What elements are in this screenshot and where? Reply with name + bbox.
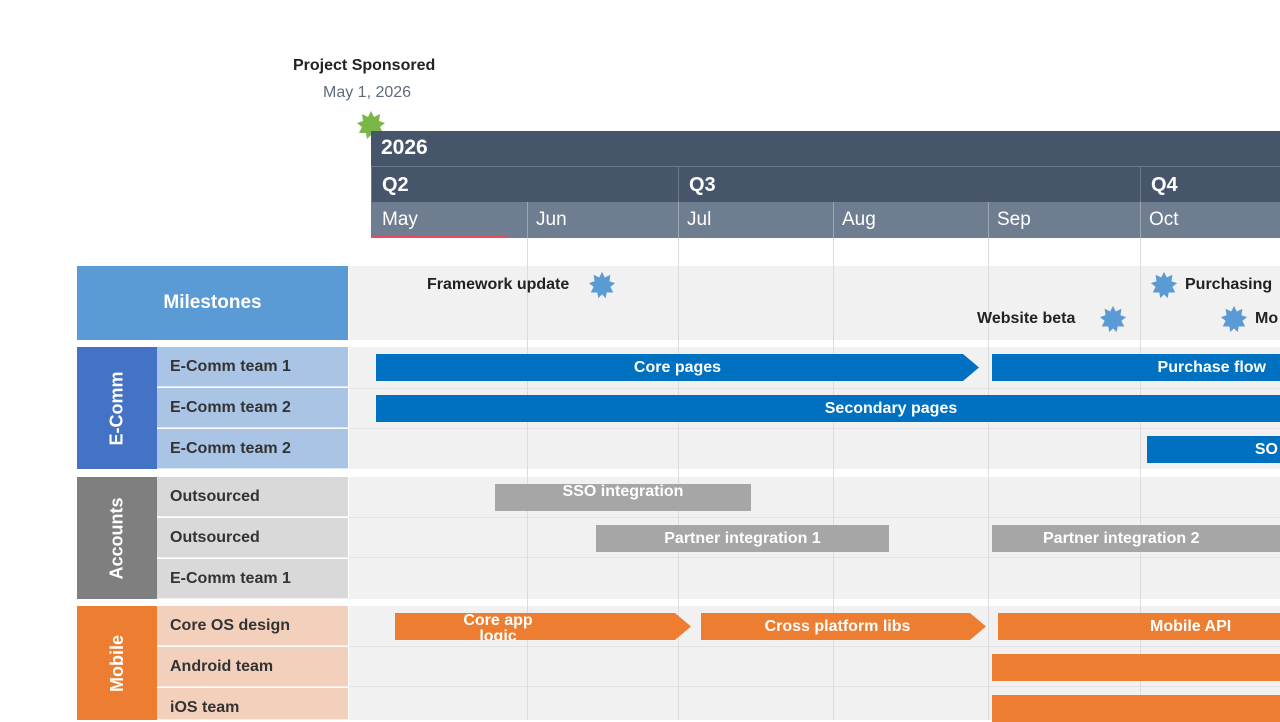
group-accounts-label: Accounts xyxy=(106,496,127,580)
task-so[interactable]: SO xyxy=(1147,436,1280,463)
year-header: 2026 xyxy=(371,131,1280,166)
gridline xyxy=(678,238,679,720)
group-accounts: Accounts xyxy=(77,477,157,599)
milestone-starburst-icon[interactable] xyxy=(588,271,616,299)
row-ecomm-team-2b: E-Comm team 2 xyxy=(157,429,348,469)
group-ecomm: E-Comm xyxy=(77,347,157,469)
row-outsourced-2: Outsourced xyxy=(157,518,348,558)
month-may: May xyxy=(371,202,527,238)
today-marker xyxy=(371,235,508,238)
milestone-starburst-icon[interactable] xyxy=(1099,305,1127,333)
task-partner-integration-1[interactable]: Partner integration 1 xyxy=(596,525,889,552)
task-secondary-pages[interactable]: Secondary pages xyxy=(376,395,1280,422)
row-ios-team: iOS team xyxy=(157,688,348,720)
group-mobile: Mobile xyxy=(77,606,157,720)
task-core-app-logic[interactable]: Core app logic xyxy=(395,613,691,640)
milestone-framework-update[interactable]: Framework update xyxy=(427,276,570,293)
gridline xyxy=(527,238,528,720)
month-sep: Sep xyxy=(988,202,1140,238)
quarter-q4: Q4 xyxy=(1140,166,1280,202)
task-android-bar[interactable] xyxy=(992,654,1280,681)
gridline xyxy=(1140,238,1141,720)
milestone-mobile[interactable]: Mo xyxy=(1255,310,1279,327)
month-jul: Jul xyxy=(678,202,833,238)
lane-separator xyxy=(349,646,1280,647)
lane-separator xyxy=(349,388,1280,389)
task-cross-platform-libs[interactable]: Cross platform libs xyxy=(701,613,986,640)
task-sso-integration[interactable]: SSO integration xyxy=(495,484,751,511)
gridline xyxy=(988,238,989,720)
task-mobile-api-label: Mobile API xyxy=(1150,618,1232,635)
task-mobile-api[interactable]: Mobile API xyxy=(998,613,1280,640)
task-partner-integration-2[interactable]: Partner integration 2 xyxy=(992,525,1280,552)
sponsor-date: May 1, 2026 xyxy=(323,84,412,101)
lane-separator xyxy=(349,517,1280,518)
sponsor-title: Project Sponsored xyxy=(293,57,436,74)
task-ios-bar[interactable] xyxy=(992,695,1280,722)
task-core-pages[interactable]: Core pages xyxy=(376,354,979,381)
row-accounts-ecomm-team-1: E-Comm team 1 xyxy=(157,559,348,599)
milestone-website-beta[interactable]: Website beta xyxy=(977,310,1076,327)
row-core-os-design: Core OS design xyxy=(157,606,348,646)
gridline xyxy=(833,238,834,720)
row-android-team: Android team xyxy=(157,647,348,687)
row-ecomm-team-1: E-Comm team 1 xyxy=(157,347,348,387)
group-ecomm-label: E-Comm xyxy=(106,370,127,446)
task-purchase-flow[interactable]: Purchase flow xyxy=(992,354,1280,381)
lane-separator xyxy=(349,686,1280,687)
group-mobile-label: Mobile xyxy=(106,634,127,692)
quarter-q3: Q3 xyxy=(678,166,1140,202)
row-outsourced-1: Outsourced xyxy=(157,477,348,517)
milestone-purchasing[interactable]: Purchasing xyxy=(1185,276,1273,293)
milestone-starburst-icon[interactable] xyxy=(1150,271,1178,299)
month-aug: Aug xyxy=(833,202,988,238)
lane-separator xyxy=(349,557,1280,558)
milestone-starburst-icon[interactable] xyxy=(1220,305,1248,333)
month-oct: Oct xyxy=(1140,202,1280,238)
milestones-lane xyxy=(349,266,1280,340)
lane-separator xyxy=(349,428,1280,429)
quarter-q2: Q2 xyxy=(371,166,678,202)
row-ecomm-team-2: E-Comm team 2 xyxy=(157,388,348,428)
month-jun: Jun xyxy=(527,202,678,238)
milestones-label: Milestones xyxy=(77,266,348,340)
